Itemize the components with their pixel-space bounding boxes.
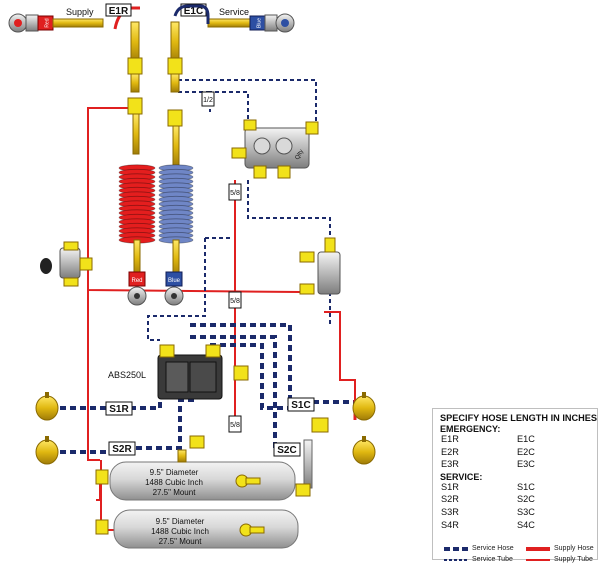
- legend: Service Hose Service Tube Supply Hose Su…: [440, 544, 600, 566]
- svg-text:S2C: S2C: [277, 445, 296, 456]
- abs-unit: [157, 344, 223, 400]
- tube-mark-5-8-top: 5/8: [228, 183, 242, 201]
- tank-lower-line1: 9.5" Diameter: [156, 517, 205, 526]
- red-supply-coil: [118, 164, 156, 244]
- service-glad-hand-tag: Blue: [257, 18, 263, 28]
- e1c-hose-fittings: [167, 21, 183, 167]
- service-label: Service: [219, 7, 249, 17]
- spec-cell: S4R: [441, 519, 459, 530]
- spec-cell: E2R: [441, 446, 459, 457]
- svg-text:5/8: 5/8: [230, 422, 240, 429]
- spec-cell: S1C: [517, 481, 535, 492]
- air-tank-lower: 9.5" Diameter 1488 Cubic Inch 27.5" Moun…: [113, 509, 299, 549]
- tube-mark-half: 1/2: [201, 91, 215, 107]
- hose-tag-s2c: S2C: [273, 442, 301, 457]
- legend-supply-hose: Supply Hose: [554, 545, 594, 552]
- supply-label: Supply: [66, 7, 94, 17]
- spec-cell: S3C: [517, 506, 535, 517]
- e1c-label: E1C: [184, 6, 203, 17]
- spec-cell: E2C: [517, 446, 535, 457]
- svg-text:5/8: 5/8: [230, 298, 240, 305]
- tank-upper-line2: 1488 Cubic Inch: [145, 478, 203, 487]
- service-glad-hand: Blue: [207, 13, 295, 33]
- e1r-box: [105, 3, 132, 17]
- brake-chamber-s2c: [352, 436, 376, 465]
- spec-title: SPECIFY HOSE LENGTH IN INCHES: [440, 413, 598, 423]
- emergency-label: EMERGENCY:: [440, 424, 501, 434]
- spec-cell: S2C: [517, 494, 535, 505]
- red-coil-tag: Red: [131, 278, 142, 284]
- tube-mark-5-8-mid: 5/8: [228, 291, 242, 309]
- svg-text:S1C: S1C: [291, 400, 310, 411]
- spec-panel: SPECIFY HOSE LENGTH IN INCHES EMERGENCY:…: [432, 408, 598, 560]
- tank-upper-line3: 27.5" Mount: [153, 488, 197, 497]
- tank-lower-line2: 1488 Cubic Inch: [151, 527, 209, 536]
- coil-lower-fittings: Red Blue: [127, 239, 184, 306]
- svg-text:S2R: S2R: [112, 444, 132, 455]
- legend-service-hose: Service Hose: [472, 545, 514, 552]
- spec-cell: S2R: [441, 494, 459, 505]
- blue-coil-tag: Blue: [168, 278, 181, 284]
- left-valve: [40, 241, 93, 287]
- right-tee-fittings: [95, 365, 329, 535]
- tank-upper-line1: 9.5" Diameter: [150, 468, 199, 477]
- service-label-heading: SERVICE:: [440, 471, 483, 482]
- e1r-label: E1R: [109, 6, 129, 17]
- spec-cell: E3C: [517, 459, 535, 470]
- legend-swatches: [444, 547, 550, 561]
- tank-lower-line3: 27.5" Mount: [159, 537, 203, 546]
- relay-valve: Qlty: [231, 119, 319, 179]
- valve-tag: Qlty: [295, 149, 306, 161]
- spec-cell: E3R: [441, 459, 459, 470]
- svg-text:1/2: 1/2: [203, 97, 213, 104]
- e1r-hose-fittings: [127, 21, 143, 155]
- hose-tag-s1r: S1R: [105, 401, 133, 416]
- supply-glad-hand-tag: Red: [45, 18, 51, 27]
- e1c-hose: [173, 4, 210, 24]
- hose-tag-s1c: S1C: [287, 397, 315, 412]
- spec-cell: S1R: [441, 481, 459, 492]
- brake-chamber-s2r: [35, 436, 59, 465]
- svg-text:S1R: S1R: [109, 404, 129, 415]
- tube-mark-5-8-low: 5/8: [228, 415, 242, 433]
- brake-chamber-s1r: [35, 392, 59, 421]
- emergency-grid: E1R E1C E2R E2C E3R E3C: [441, 434, 597, 471]
- legend-supply-tube: Supply Tube: [554, 556, 593, 563]
- air-tank-upper: 9.5" Diameter 1488 Cubic Inch 27.5" Moun…: [109, 449, 296, 501]
- supply-glad-hand: Red: [8, 13, 104, 33]
- spec-cell: S4C: [517, 519, 535, 530]
- hose-tag-s2r: S2R: [108, 441, 136, 456]
- spec-cell: S3R: [441, 506, 459, 517]
- spec-cell: E1C: [517, 434, 535, 444]
- spec-cell: E1R: [441, 434, 459, 444]
- right-relay-valve: [299, 237, 341, 295]
- abs-label: ABS250L: [108, 370, 146, 380]
- svg-text:5/8: 5/8: [230, 190, 240, 197]
- brake-chamber-s1c: [352, 392, 376, 421]
- legend-service-tube: Service Tube: [472, 556, 513, 563]
- service-tube-lines: [147, 79, 331, 341]
- service-grid: S1R S1C S2R S2C S3R S3C S4R S4C: [441, 482, 597, 531]
- blue-service-coil: [158, 164, 194, 244]
